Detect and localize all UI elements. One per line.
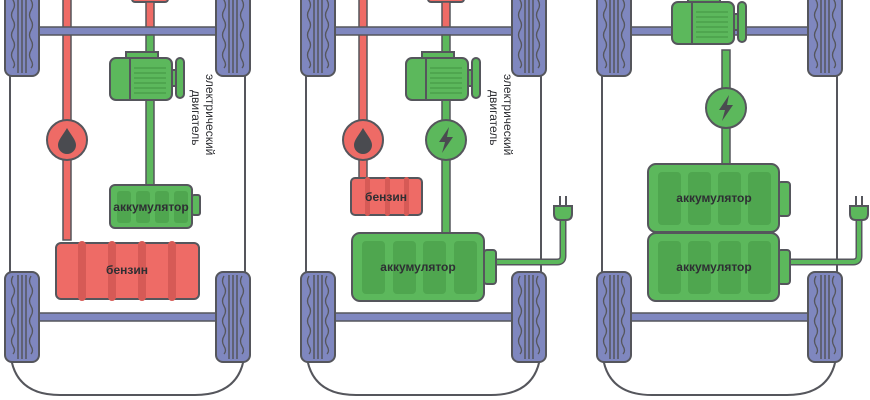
battery: аккумулятор	[351, 232, 497, 302]
fuel-tank-label: бензин	[106, 263, 148, 277]
wheel-front-left	[300, 0, 336, 77]
lightning-bolt-icon	[425, 119, 467, 161]
wheel-front-left	[4, 0, 40, 77]
svg-text:электрический: электрический	[203, 74, 217, 155]
battery-label: аккумулятор	[380, 260, 455, 274]
fuel-drop-icon	[342, 119, 384, 161]
motor-label: электрический двигатель	[189, 74, 217, 155]
car-body-outline	[9, 0, 246, 396]
svg-text:двигатель: двигатель	[189, 90, 203, 146]
motor-label: электрический двигатель	[487, 74, 515, 155]
rear-axle	[34, 312, 226, 322]
charging-cable	[786, 212, 863, 266]
electric-motor	[405, 51, 481, 101]
power-plug-icon	[553, 195, 573, 221]
battery-upper: аккумулятор	[647, 163, 791, 233]
charging-cable	[491, 212, 567, 266]
wheel-front-right	[215, 0, 251, 77]
car-body-outline	[305, 0, 542, 396]
lightning-bolt-icon	[705, 87, 747, 129]
wheel-rear-right	[511, 271, 547, 363]
panel-electric: аккумулятор аккумулятор	[596, 0, 869, 396]
panel-hybrid: аккумулятор бензин электрический двигате…	[4, 0, 251, 396]
wheel-front-right	[511, 0, 547, 77]
battery-label: аккумулятор	[676, 191, 751, 205]
fuel-drop-icon	[46, 119, 88, 161]
front-axle	[34, 26, 226, 36]
fuel-tank: бензин	[55, 241, 200, 301]
electric-motor	[671, 0, 747, 45]
battery-lower: аккумулятор	[647, 232, 791, 302]
electric-motor	[109, 51, 185, 101]
battery-label: аккумулятор	[113, 200, 188, 214]
battery-label: аккумулятор	[676, 260, 751, 274]
rear-axle	[330, 312, 522, 322]
car-body-outline	[601, 0, 838, 396]
wheel-rear-right	[215, 271, 251, 363]
svg-text:электрический: электрический	[501, 74, 515, 155]
wheel-rear-left	[4, 271, 40, 363]
power-plug-icon	[849, 195, 869, 221]
fuel-tank: бензин	[350, 177, 423, 216]
svg-text:двигатель: двигатель	[487, 90, 501, 146]
wheel-front-left	[596, 0, 632, 77]
panel-plugin-hybrid: бензин аккумулятор электрический двигате…	[300, 0, 573, 396]
wheel-front-right	[807, 0, 843, 77]
front-axle	[330, 26, 522, 36]
fuel-tank-label: бензин	[365, 190, 407, 204]
battery: аккумулятор	[109, 184, 201, 229]
wheel-rear-right	[807, 271, 843, 363]
wheel-rear-left	[300, 271, 336, 363]
rear-axle	[626, 312, 818, 322]
wheel-rear-left	[596, 271, 632, 363]
